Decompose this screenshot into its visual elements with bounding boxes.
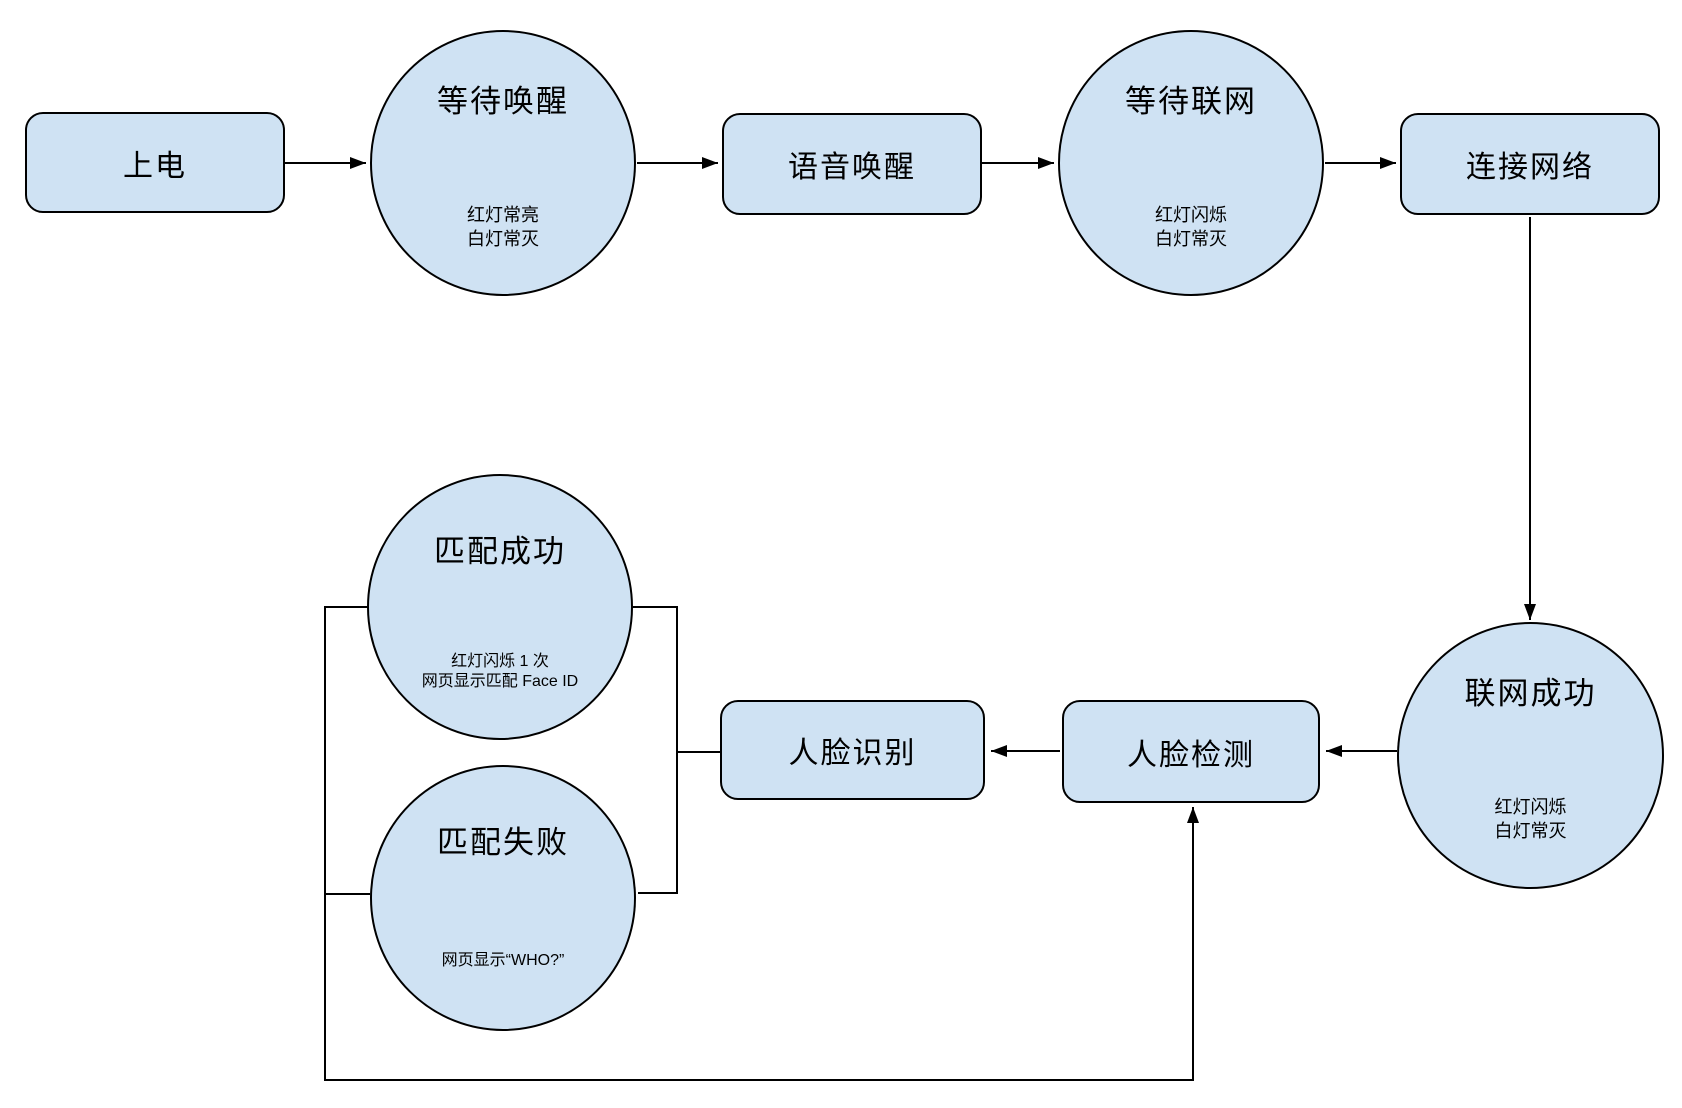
node-network-success: 联网成功 红灯闪烁 白灯常灭 xyxy=(1397,622,1664,889)
node-connect-network-label: 连接网络 xyxy=(1466,151,1594,184)
edge-facerecognize-to-match-bracket xyxy=(633,606,720,894)
node-face-recognize: 人脸识别 xyxy=(720,700,985,800)
node-match-fail-label: 匹配失败 xyxy=(437,825,569,860)
node-power-on-label: 上电 xyxy=(123,149,187,183)
node-network-success-label: 联网成功 xyxy=(1464,676,1597,711)
status-line: 白灯常灭 xyxy=(1155,229,1227,249)
status-line: 红灯常亮 xyxy=(467,205,539,225)
edge-match-loop-to-facedetect xyxy=(324,606,1199,1081)
status-line: 红灯闪烁 1 次 xyxy=(451,653,549,670)
node-power-on: 上电 xyxy=(25,112,285,213)
node-network-success-status: 红灯闪烁 白灯常灭 xyxy=(1399,795,1662,843)
node-voice-wakeup-label: 语音唤醒 xyxy=(788,151,916,184)
node-match-fail-status: 网页显示“WHO?” xyxy=(372,951,634,971)
status-line: 白灯常灭 xyxy=(467,229,539,249)
node-match-fail: 匹配失败 网页显示“WHO?” xyxy=(370,765,636,1031)
status-line: 红灯闪烁 xyxy=(1494,797,1567,817)
node-face-detect: 人脸检测 xyxy=(1062,700,1320,803)
node-voice-wakeup: 语音唤醒 xyxy=(722,113,982,215)
node-wait-wakeup-label: 等待唤醒 xyxy=(437,84,569,119)
node-wait-wakeup-status: 红灯常亮 白灯常灭 xyxy=(372,203,634,251)
node-wait-network-label: 等待联网 xyxy=(1125,84,1257,119)
node-match-success-label: 匹配成功 xyxy=(434,534,566,569)
node-wait-network-status: 红灯闪烁 白灯常灭 xyxy=(1060,203,1322,251)
status-line: 红灯闪烁 xyxy=(1155,205,1227,225)
node-connect-network: 连接网络 xyxy=(1400,113,1660,215)
node-match-success: 匹配成功 红灯闪烁 1 次 网页显示匹配 Face ID xyxy=(367,474,633,740)
node-match-success-status: 红灯闪烁 1 次 网页显示匹配 Face ID xyxy=(369,652,631,692)
status-line: 白灯常灭 xyxy=(1494,821,1567,841)
node-wait-network: 等待联网 红灯闪烁 白灯常灭 xyxy=(1058,30,1324,296)
node-face-detect-label: 人脸检测 xyxy=(1127,738,1255,772)
status-line: 网页显示“WHO?” xyxy=(441,952,565,969)
node-face-recognize-label: 人脸识别 xyxy=(788,737,917,770)
node-wait-wakeup: 等待唤醒 红灯常亮 白灯常灭 xyxy=(370,30,636,296)
status-line: 网页显示匹配 Face ID xyxy=(421,673,579,690)
